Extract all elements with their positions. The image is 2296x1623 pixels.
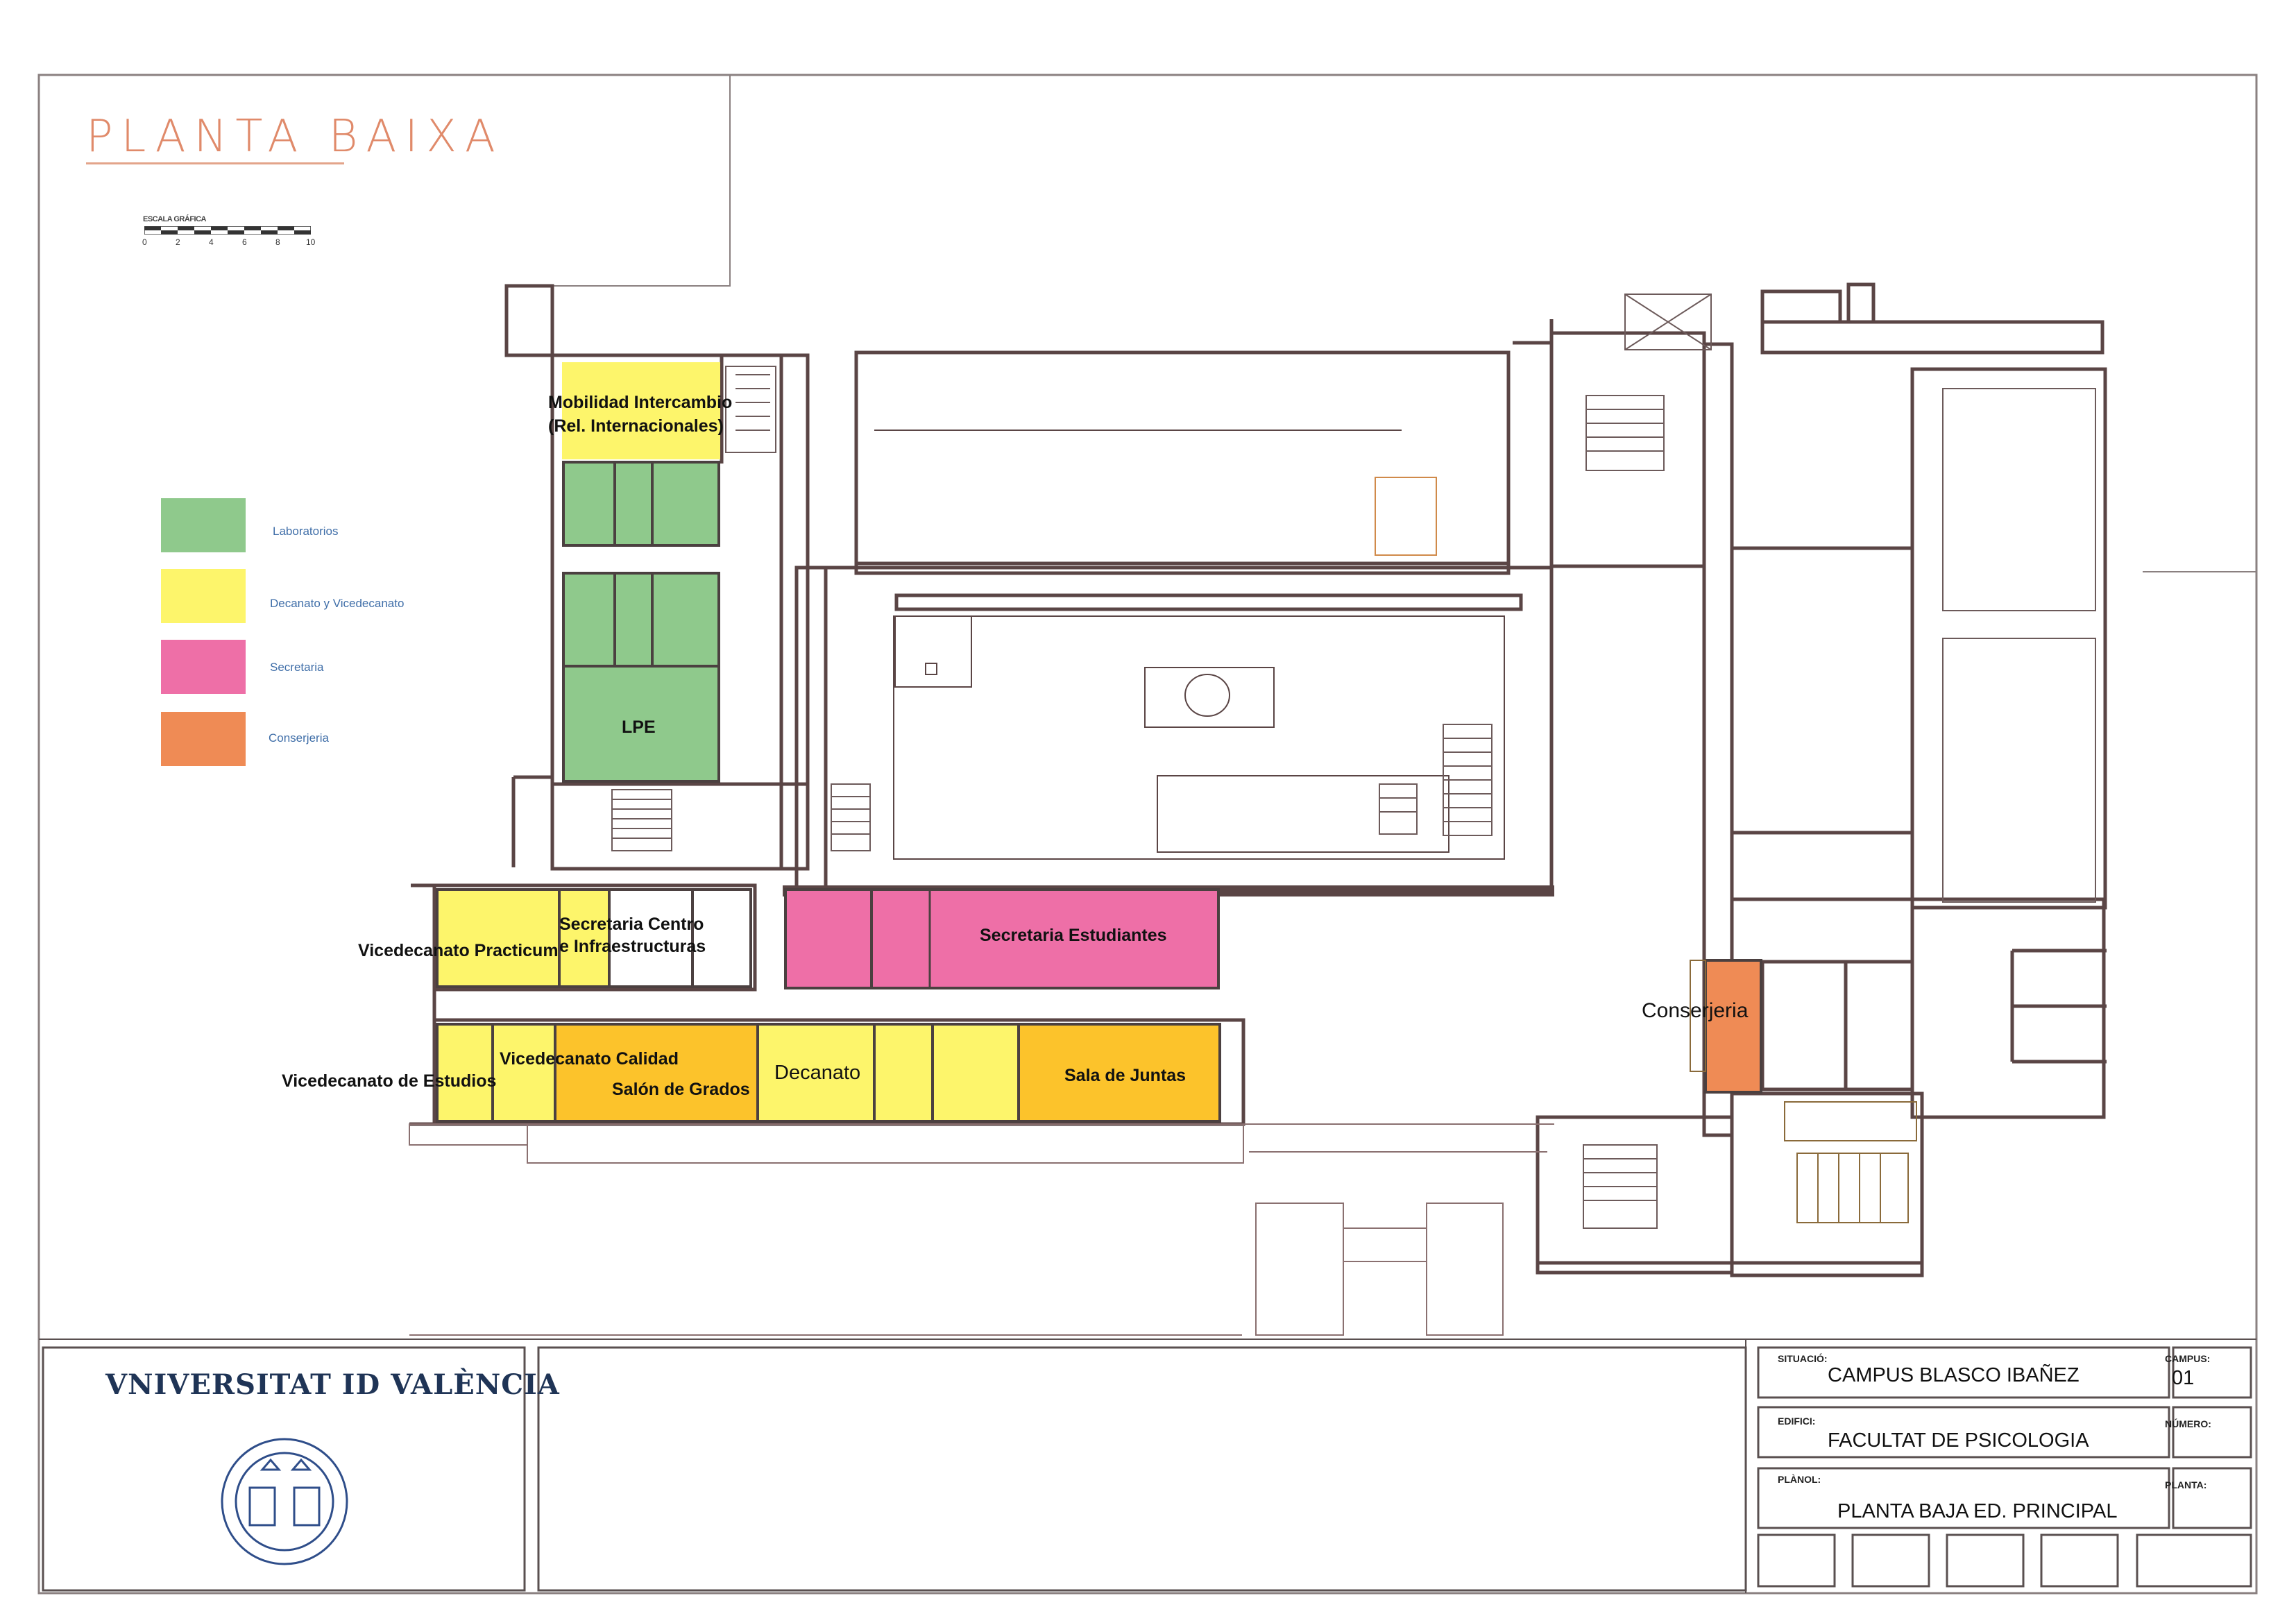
tb-edifici-label: EDIFICI: [1778,1416,1816,1427]
scale-tick: 0 [142,237,147,247]
legend-swatch-conserjeria [161,712,246,766]
sheet-frame [37,74,2258,1595]
label-salon-grados: Salón de Grados [612,1080,750,1099]
label-vicedecanato-estudios: Vicedecanato de Estudios [282,1071,497,1091]
tb-planol-label: PLÀNOL: [1778,1474,1821,1485]
tb-campus-label: CAMPUS: [2165,1353,2211,1364]
scale-tick: 6 [242,237,247,247]
label-sala-juntas: Sala de Juntas [1064,1066,1187,1085]
scale-tick: 2 [176,237,180,247]
legend-swatch-laboratorios [161,498,246,552]
room-sala-juntas [1017,1023,1221,1123]
room-vicedecanato-estudios [436,1023,494,1123]
label-secretaria-estudiantes: Secretaria Estudiantes [980,926,1167,945]
courtyard-stairs [831,724,1493,851]
university-seal-icon [221,1438,348,1565]
university-logo-text: VNIVERSITAT ID VALÈNCIA [105,1368,560,1401]
west-stairs [611,366,776,851]
central-block-walls [794,319,1554,896]
tb-planta-label: PLANTA: [2165,1479,2207,1490]
title-area-outline [507,75,731,287]
plan-title: PLANTA BAIXA [86,111,504,162]
tb-edifici-value: FACULTAT DE PSICOLOGIA [1828,1429,2089,1452]
label-lpe: LPE [622,717,656,737]
label-secretaria-centro-line2: e Infraestructuras [559,937,706,956]
label-secretaria-centro-line1: Secretaria Centro [559,915,704,934]
legend-swatch-decanato [161,569,246,623]
tb-numero-label: NÚMERO: [2165,1418,2211,1429]
east-stairs [1583,294,2096,1229]
label-decanato: Decanato [774,1062,861,1084]
title-block-frame [39,1339,2256,1593]
scale-tick: 10 [306,237,316,247]
tb-planol-value: PLANTA BAJA ED. PRINCIPAL [1837,1500,2118,1522]
scale-tick: 8 [275,237,280,247]
scale-bar [144,226,311,235]
label-mobilidad-line2: (Rel. Internacionales) [548,416,724,436]
entrance-porch [1242,1123,1554,1336]
label-conserjeria: Conserjeria [1642,999,1749,1022]
legend-swatch-secretaria [161,640,246,694]
legend-label-decanato: Decanato y Vicedecanato [270,597,405,610]
courtyard [874,430,1505,860]
room-vicedecanato-practicum [436,888,561,988]
label-vicedecanato-practicum: Vicedecanato Practicum [358,941,559,960]
room-conserjeria [1704,959,1762,1094]
label-vicedecanato-calidad: Vicedecanato Calidad [500,1049,679,1069]
legend-label-conserjeria: Conserjeria [269,731,329,745]
toilets [1784,1101,1917,1223]
scale-label: ESCALA GRÁFICA [143,215,206,223]
legend-label-laboratorios: Laboratorios [273,525,339,538]
lab-rooms [562,461,720,783]
east-wing-walls [1536,282,2107,1277]
tb-campus-value: 01 [2172,1367,2195,1389]
tb-situacio-value: CAMPUS BLASCO IBAÑEZ [1828,1364,2080,1386]
legend-label-secretaria: Secretaria [270,661,324,674]
room-vicedecanato-calidad [491,1023,556,1123]
room-salon-grados [554,1023,759,1123]
label-mobilidad-line1: Mobilidad Intercambio [548,393,733,412]
west-wing-walls [504,284,810,871]
room-mobilidad [562,362,720,459]
orange-details [1375,477,1437,556]
room-secretaria-estudiantes [784,888,1220,989]
plan-title-underline [86,162,344,164]
scale-tick: 4 [209,237,214,247]
tb-situacio-label: SITUACIÓ: [1778,1353,1828,1364]
